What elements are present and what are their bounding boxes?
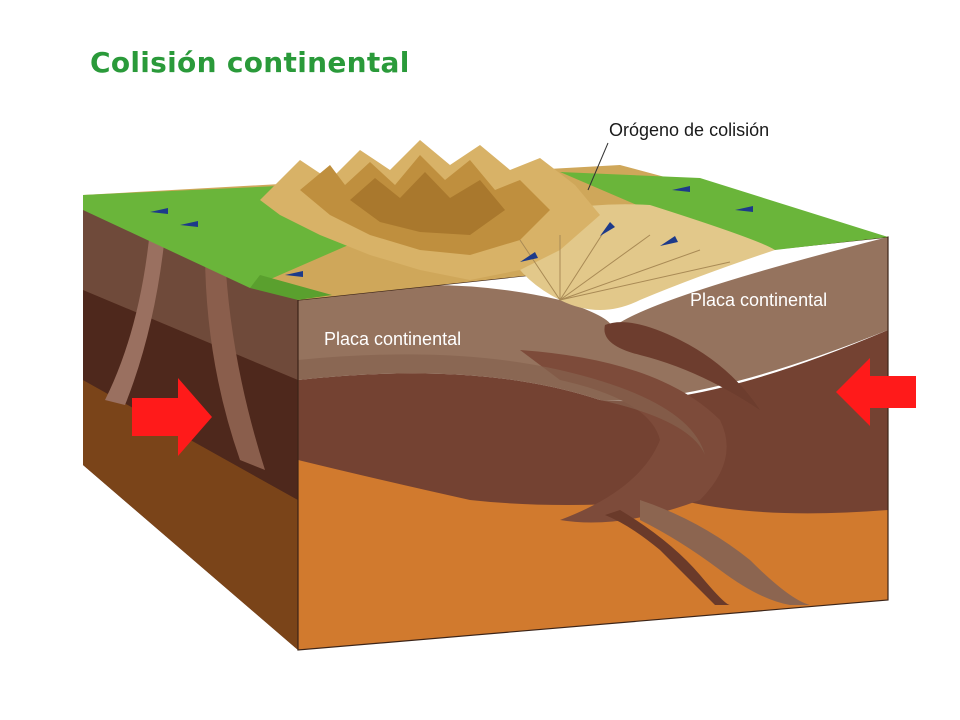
top-surface [83,140,888,310]
compression-arrow-right [836,358,916,426]
orogen-label: Orógeno de colisión [609,120,769,140]
plate-label-left: Placa continental [324,329,461,349]
compression-arrow-left [132,378,212,456]
slide-title: Colisión continental [90,46,410,79]
plate-label-right: Placa continental [690,290,827,310]
front-face [297,236,889,651]
orogen-leader-line [587,142,609,191]
